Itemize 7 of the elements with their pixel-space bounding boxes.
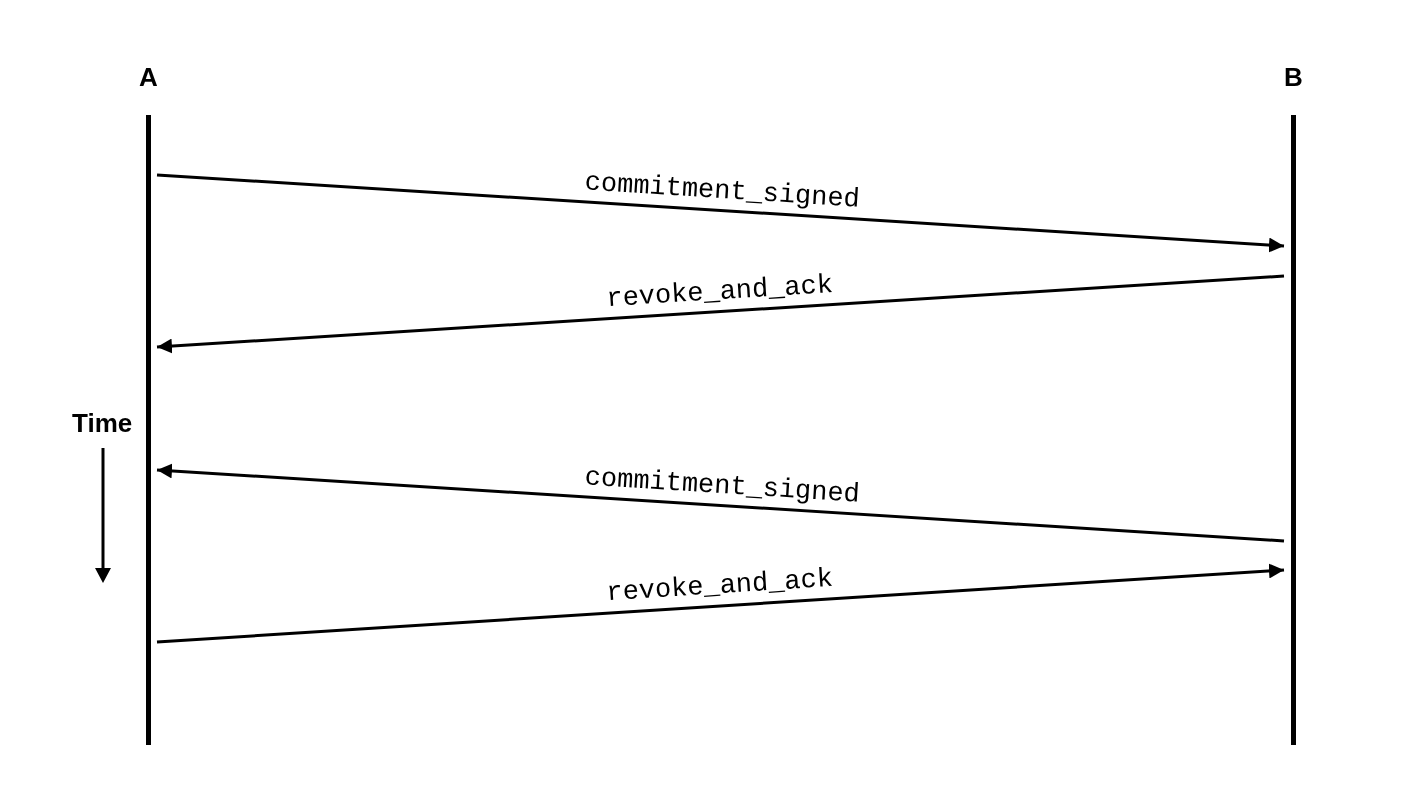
message-arrow [156,173,1285,253]
message-arrow [156,563,1285,644]
message-arrow [156,463,1285,543]
message-arrow [156,274,1285,354]
participant-label: B [1284,62,1302,92]
participant-label: A [139,62,157,92]
axis-label: Time [72,408,133,438]
